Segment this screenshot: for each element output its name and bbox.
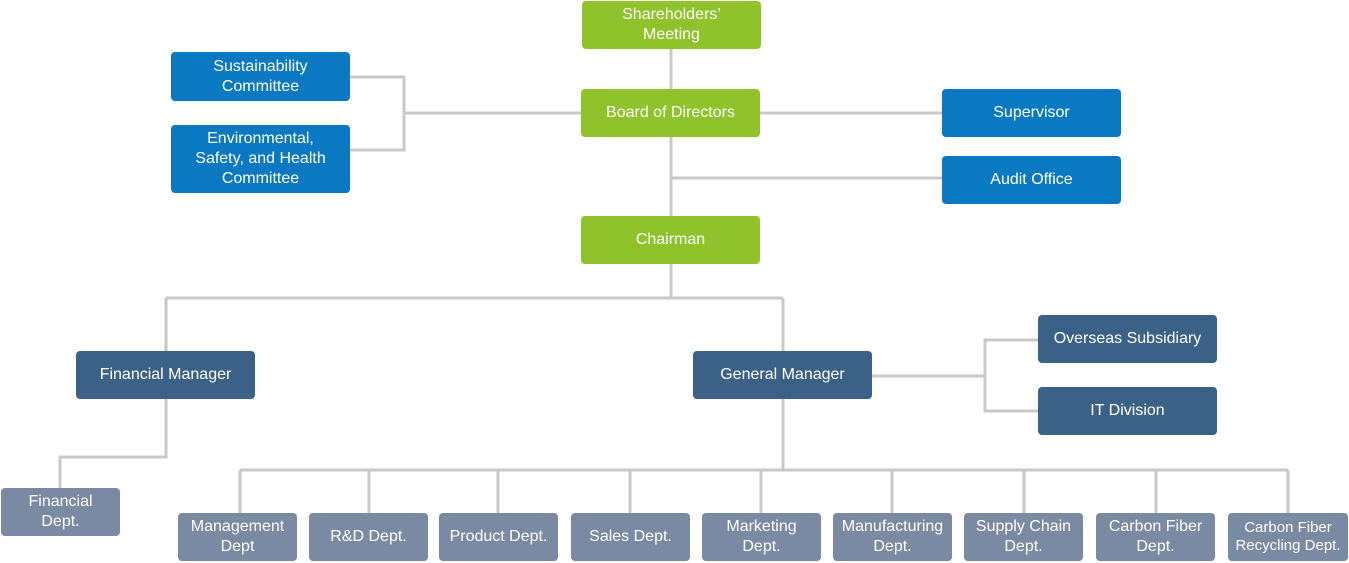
node-product-dept: Product Dept. [439,513,558,561]
node-financial-dept: Financial Dept. [1,488,120,536]
node-financial-manager: Financial Manager [76,351,255,399]
node-carbon-fiber-recycling-dept: Carbon Fiber Recycling Dept. [1228,513,1348,561]
connector [983,338,1039,413]
node-management-dept: Management Dept [178,513,297,561]
node-ehs-committee: Environmental, Safety, and Health Commit… [171,125,350,193]
node-sustainability-committee: Sustainability Committee [171,52,350,101]
node-rd-dept: R&D Dept. [309,513,428,561]
node-general-manager: General Manager [693,351,872,399]
node-marketing-dept: Marketing Dept. [702,513,821,561]
node-supervisor: Supervisor [942,89,1121,137]
node-it-division: IT Division [1038,387,1217,435]
connector [58,399,168,488]
connector [350,75,406,152]
node-audit-office: Audit Office [942,156,1121,204]
node-chairman: Chairman [581,216,760,264]
node-overseas-subsidiary: Overseas Subsidiary [1038,315,1217,363]
node-board-of-directors: Board of Directors [581,89,760,137]
node-shareholders-meeting: Shareholders’ Meeting [582,1,761,49]
node-sales-dept: Sales Dept. [571,513,690,561]
node-supply-chain-dept: Supply Chain Dept. [964,513,1083,561]
node-manufacturing-dept: Manufacturing Dept. [833,513,952,561]
node-carbon-fiber-dept: Carbon Fiber Dept. [1096,513,1215,561]
